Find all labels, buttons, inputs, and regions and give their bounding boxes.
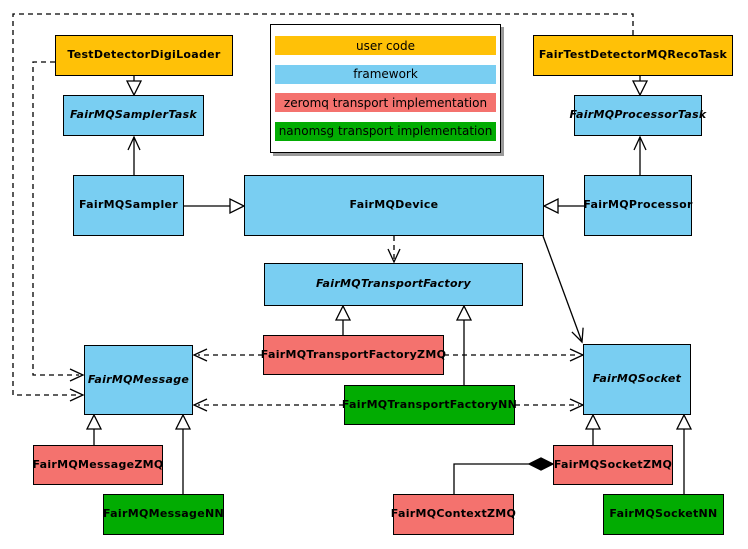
edge-inherit-digiloader-samplertask — [125, 76, 143, 97]
edge-assoc-processor-processortask — [633, 135, 647, 175]
class-box-fairmqsamplertask: FairMQSamplerTask — [63, 95, 204, 136]
edge-inherit-messagenn-message — [174, 413, 192, 494]
edge-inherit-factoryzmq-transportfactory — [334, 304, 352, 335]
class-box-fairmqsocket: FairMQSocket — [583, 344, 691, 415]
class-box-fairmqmessagezmq: FairMQMessageZMQ — [32, 445, 163, 485]
class-box-fairmqcontextzmq: FairMQContextZMQ — [391, 494, 516, 535]
class-box-fairmqsocketzmq: FairMQSocketZMQ — [553, 445, 673, 485]
edge-inherit-socketzmq-socket — [584, 413, 602, 445]
class-box-fairmqtransportfactoryzmq: FairMQTransportFactoryZMQ — [261, 335, 446, 375]
edge-inherit-factorynn-transportfactory — [455, 304, 473, 385]
legend-item-nanomsg: nanomsg transport implementation — [275, 121, 496, 141]
edge-inherit-processor-device — [542, 197, 584, 215]
edge-dep-factorynn-socket — [515, 398, 585, 412]
edge-dep-factoryzmq-message — [192, 348, 263, 362]
class-box-fairmqtransportfactorynn: FairMQTransportFactoryNN — [342, 385, 517, 425]
edge-comp-socketzmq-contextzmq — [453, 457, 555, 494]
edge-dep-digiloader-message — [32, 61, 85, 382]
class-box-fairmqmessage: FairMQMessage — [84, 345, 193, 415]
class-box-fairmqprocessor: FairMQProcessor — [583, 175, 692, 236]
class-box-fairmqtransportfactory: FairMQTransportFactory — [264, 263, 523, 306]
edge-dep-device-transportfactory — [387, 236, 401, 264]
edge-inherit-messagezmq-message — [85, 413, 103, 445]
edge-dep-factoryzmq-socket — [444, 348, 585, 362]
class-box-fairtestdetectormqrecotask: FairTestDetectorMQRecoTask — [533, 35, 733, 76]
edge-dep-recotask-message — [12, 13, 634, 402]
edge-dep-factorynn-message — [192, 398, 344, 412]
class-box-fairmqdevice: FairMQDevice — [244, 175, 544, 236]
edge-inherit-recotask-processortask — [631, 76, 649, 97]
edge-assoc-sampler-samplertask — [127, 135, 141, 175]
class-box-fairmqsampler: FairMQSampler — [73, 175, 184, 236]
class-box-fairmqmessagenn: FairMQMessageNN — [103, 494, 224, 535]
class-box-fairmqprocessortask: FairMQProcessorTask — [569, 95, 706, 136]
edge-inherit-sampler-device — [184, 197, 246, 215]
edge-inherit-socketnn-socket — [675, 413, 693, 494]
class-box-fairmqsocketnn: FairMQSocketNN — [603, 494, 724, 535]
class-box-testdetectordigiloader: TestDetectorDigiLoader — [55, 35, 233, 76]
edge-assoc-device-socket — [542, 235, 584, 344]
legend-item-user-code: user code — [275, 36, 496, 55]
legend-item-framework: framework — [275, 64, 496, 84]
legend-item-zeromq: zeromq transport implementation — [275, 93, 496, 113]
legend: user code framework zeromq transport imp… — [270, 24, 501, 153]
